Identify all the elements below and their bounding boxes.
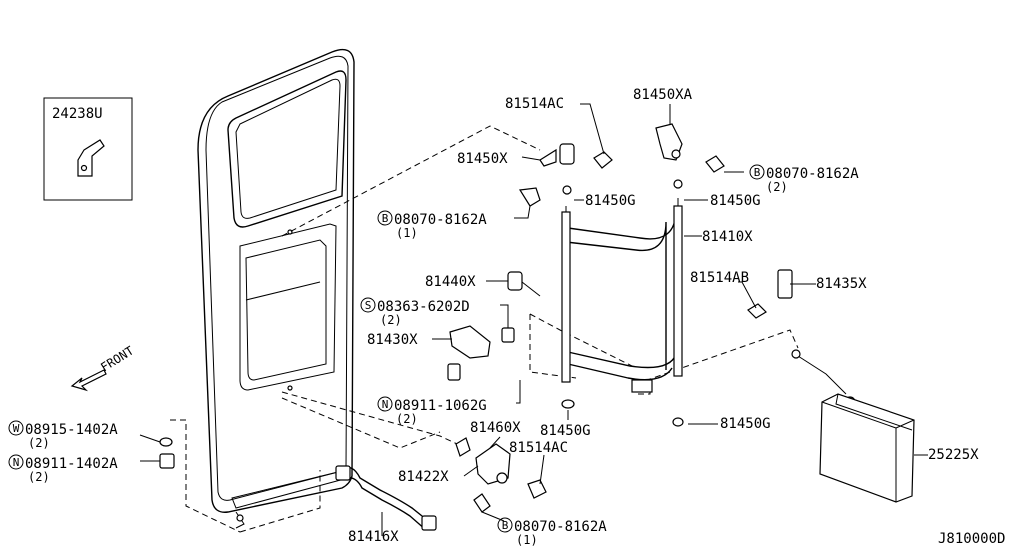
label-25225X: 25225X (928, 447, 979, 463)
label-81450G-b: 81450G (710, 193, 761, 209)
label-81514AB: 81514AB (690, 270, 749, 286)
label-81460X: 81460X (470, 420, 521, 436)
label-81450G-d: 81450G (720, 416, 771, 432)
label-81440X: 81440X (425, 274, 476, 290)
callout-w1: W 08915-1402A (2) (8, 420, 118, 450)
label-81410X: 81410X (702, 229, 753, 245)
label-81450X: 81450X (457, 151, 508, 167)
label-81514AC-top: 81514AC (505, 96, 564, 112)
label-81450XA: 81450XA (633, 87, 693, 103)
svg-text:(2): (2) (380, 313, 402, 327)
callout-b1: B 08070-8162A (2) (749, 164, 859, 194)
svg-text:N: N (13, 456, 20, 469)
label-81435X: 81435X (816, 276, 867, 292)
svg-text:08070-8162A: 08070-8162A (766, 166, 859, 182)
label-81430X: 81430X (367, 332, 418, 348)
svg-text:08070-8162A: 08070-8162A (514, 519, 607, 535)
rear-door-panel (197, 48, 355, 529)
control-unit (819, 393, 915, 503)
svg-text:(1): (1) (516, 533, 538, 547)
svg-text:08911-1402A: 08911-1402A (25, 456, 118, 472)
svg-text:B: B (754, 166, 761, 179)
svg-text:(2): (2) (28, 436, 50, 450)
svg-text:S: S (365, 299, 372, 312)
leader-lines (139, 103, 928, 536)
svg-text:B: B (382, 212, 389, 225)
diagram-code: J810000D (938, 531, 1005, 547)
svg-text:(2): (2) (28, 470, 50, 484)
part-labels: 81514AC 81450XA 81450X 81450G 81450G 814… (348, 87, 1005, 547)
label-81450G-a: 81450G (585, 193, 636, 209)
svg-text:N: N (382, 398, 389, 411)
svg-text:(2): (2) (396, 412, 418, 426)
tube-assembly (561, 198, 683, 393)
callout-b2: B 08070-8162A (1) (377, 210, 487, 240)
label-81514AC-bottom: 81514AC (509, 440, 568, 456)
front-arrow: FRONT (70, 344, 136, 392)
hardware (159, 123, 856, 531)
inset-box: 24238U (43, 97, 133, 201)
bracket-icon (77, 139, 105, 177)
svg-text:B: B (502, 519, 509, 532)
svg-text:08911-1062G: 08911-1062G (394, 398, 487, 414)
label-81450G-c: 81450G (540, 423, 591, 439)
callout-s1: S 08363-6202D (2) (360, 297, 470, 327)
assembly-lines (170, 125, 799, 533)
callout-n2: N 08911-1402A (2) (8, 454, 118, 484)
label-81422X: 81422X (398, 469, 449, 485)
front-label: FRONT (98, 344, 136, 375)
callout-b3: B 08070-8162A (1) (497, 517, 607, 547)
label-81416X: 81416X (348, 529, 399, 545)
inset-part-label: 24238U (52, 106, 103, 122)
svg-text:(2): (2) (766, 180, 788, 194)
callout-n1: N 08911-1062G (2) (377, 396, 487, 426)
svg-text:08363-6202D: 08363-6202D (377, 299, 470, 315)
svg-text:08070-8162A: 08070-8162A (394, 212, 487, 228)
svg-text:W: W (13, 422, 20, 435)
svg-text:(1): (1) (396, 226, 418, 240)
svg-text:08915-1402A: 08915-1402A (25, 422, 118, 438)
